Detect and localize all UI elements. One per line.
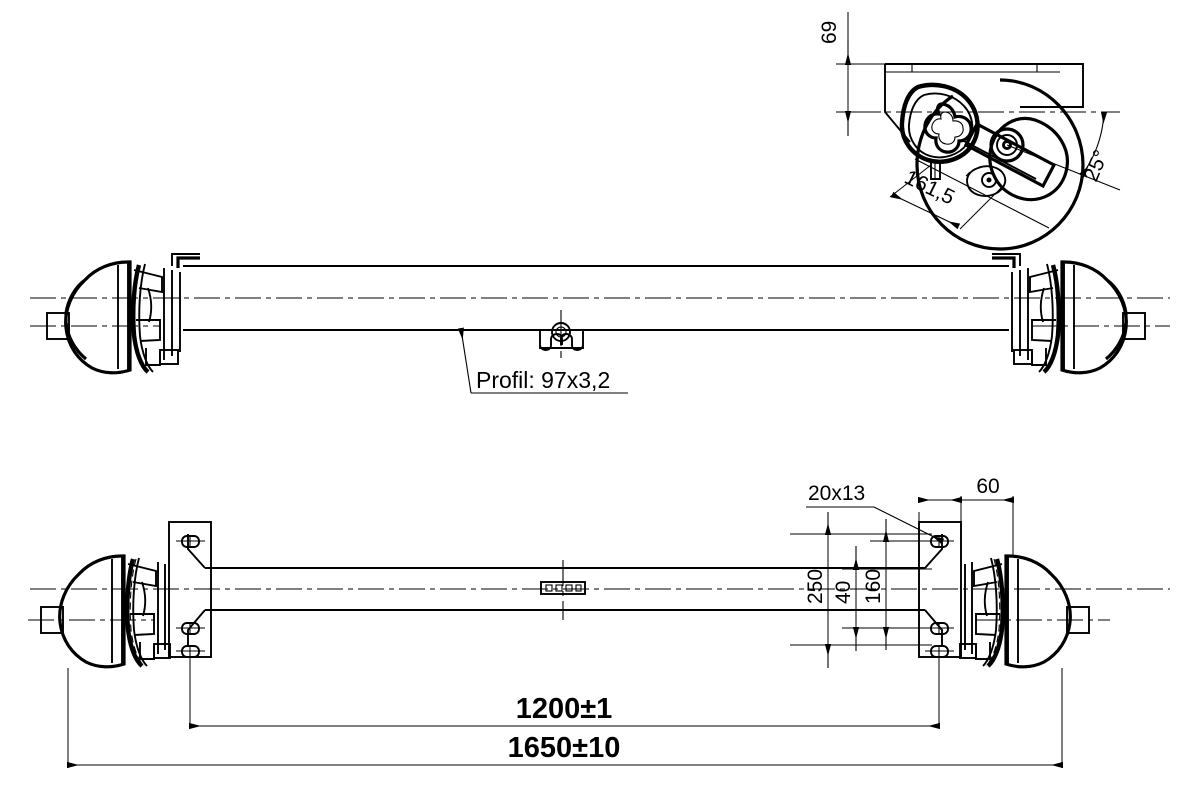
dimension-160: 160	[862, 519, 932, 650]
axle-tube-plan	[30, 534, 1170, 647]
dim-20x13-label: 20x13	[808, 482, 865, 505]
dim-1200-label: 1200±1	[516, 693, 613, 725]
detail-view-torsion-section: 69	[818, 12, 1121, 251]
profile-note: Profil: 97x3,2	[457, 327, 628, 394]
axle-tube-front	[30, 265, 1170, 331]
center-clip-detail	[539, 310, 584, 358]
dimension-1200: 1200±1	[189, 655, 940, 730]
detail-fitting	[965, 165, 1007, 197]
torsion-housing	[899, 82, 980, 180]
front-elevation-view: Profil: 97x3,2	[30, 253, 1170, 394]
dim-250-label: 250	[804, 569, 827, 604]
right-hub-assembly-front	[992, 253, 1170, 375]
dim-1650-label: 1650±10	[508, 732, 621, 764]
dimension-20x13: 20x13	[806, 482, 945, 545]
left-hub-assembly-front	[30, 253, 200, 375]
dimension-69: 69	[818, 12, 905, 136]
dimension-1650: 1650±10	[67, 668, 1063, 769]
bracket-hole	[176, 622, 205, 635]
dim-160-label: 160	[862, 569, 885, 604]
plan-center-detail	[540, 560, 586, 620]
dim-25-label: 25°	[1079, 147, 1113, 185]
profile-note-label: Profil: 97x3,2	[476, 367, 610, 393]
plan-view: 20x13 60 250 40	[28, 475, 1170, 769]
dim-40-label: 40	[832, 581, 855, 604]
dim-69-label: 69	[818, 21, 841, 44]
left-hub-assembly-plan	[28, 554, 171, 669]
dimension-250: 250	[790, 512, 932, 668]
dimension-60: 60	[918, 475, 1014, 556]
right-hub-assembly-plan	[959, 554, 1110, 669]
wheel-outline	[915, 78, 1085, 251]
bracket-hole	[176, 535, 205, 548]
dim-60-label: 60	[976, 475, 999, 498]
